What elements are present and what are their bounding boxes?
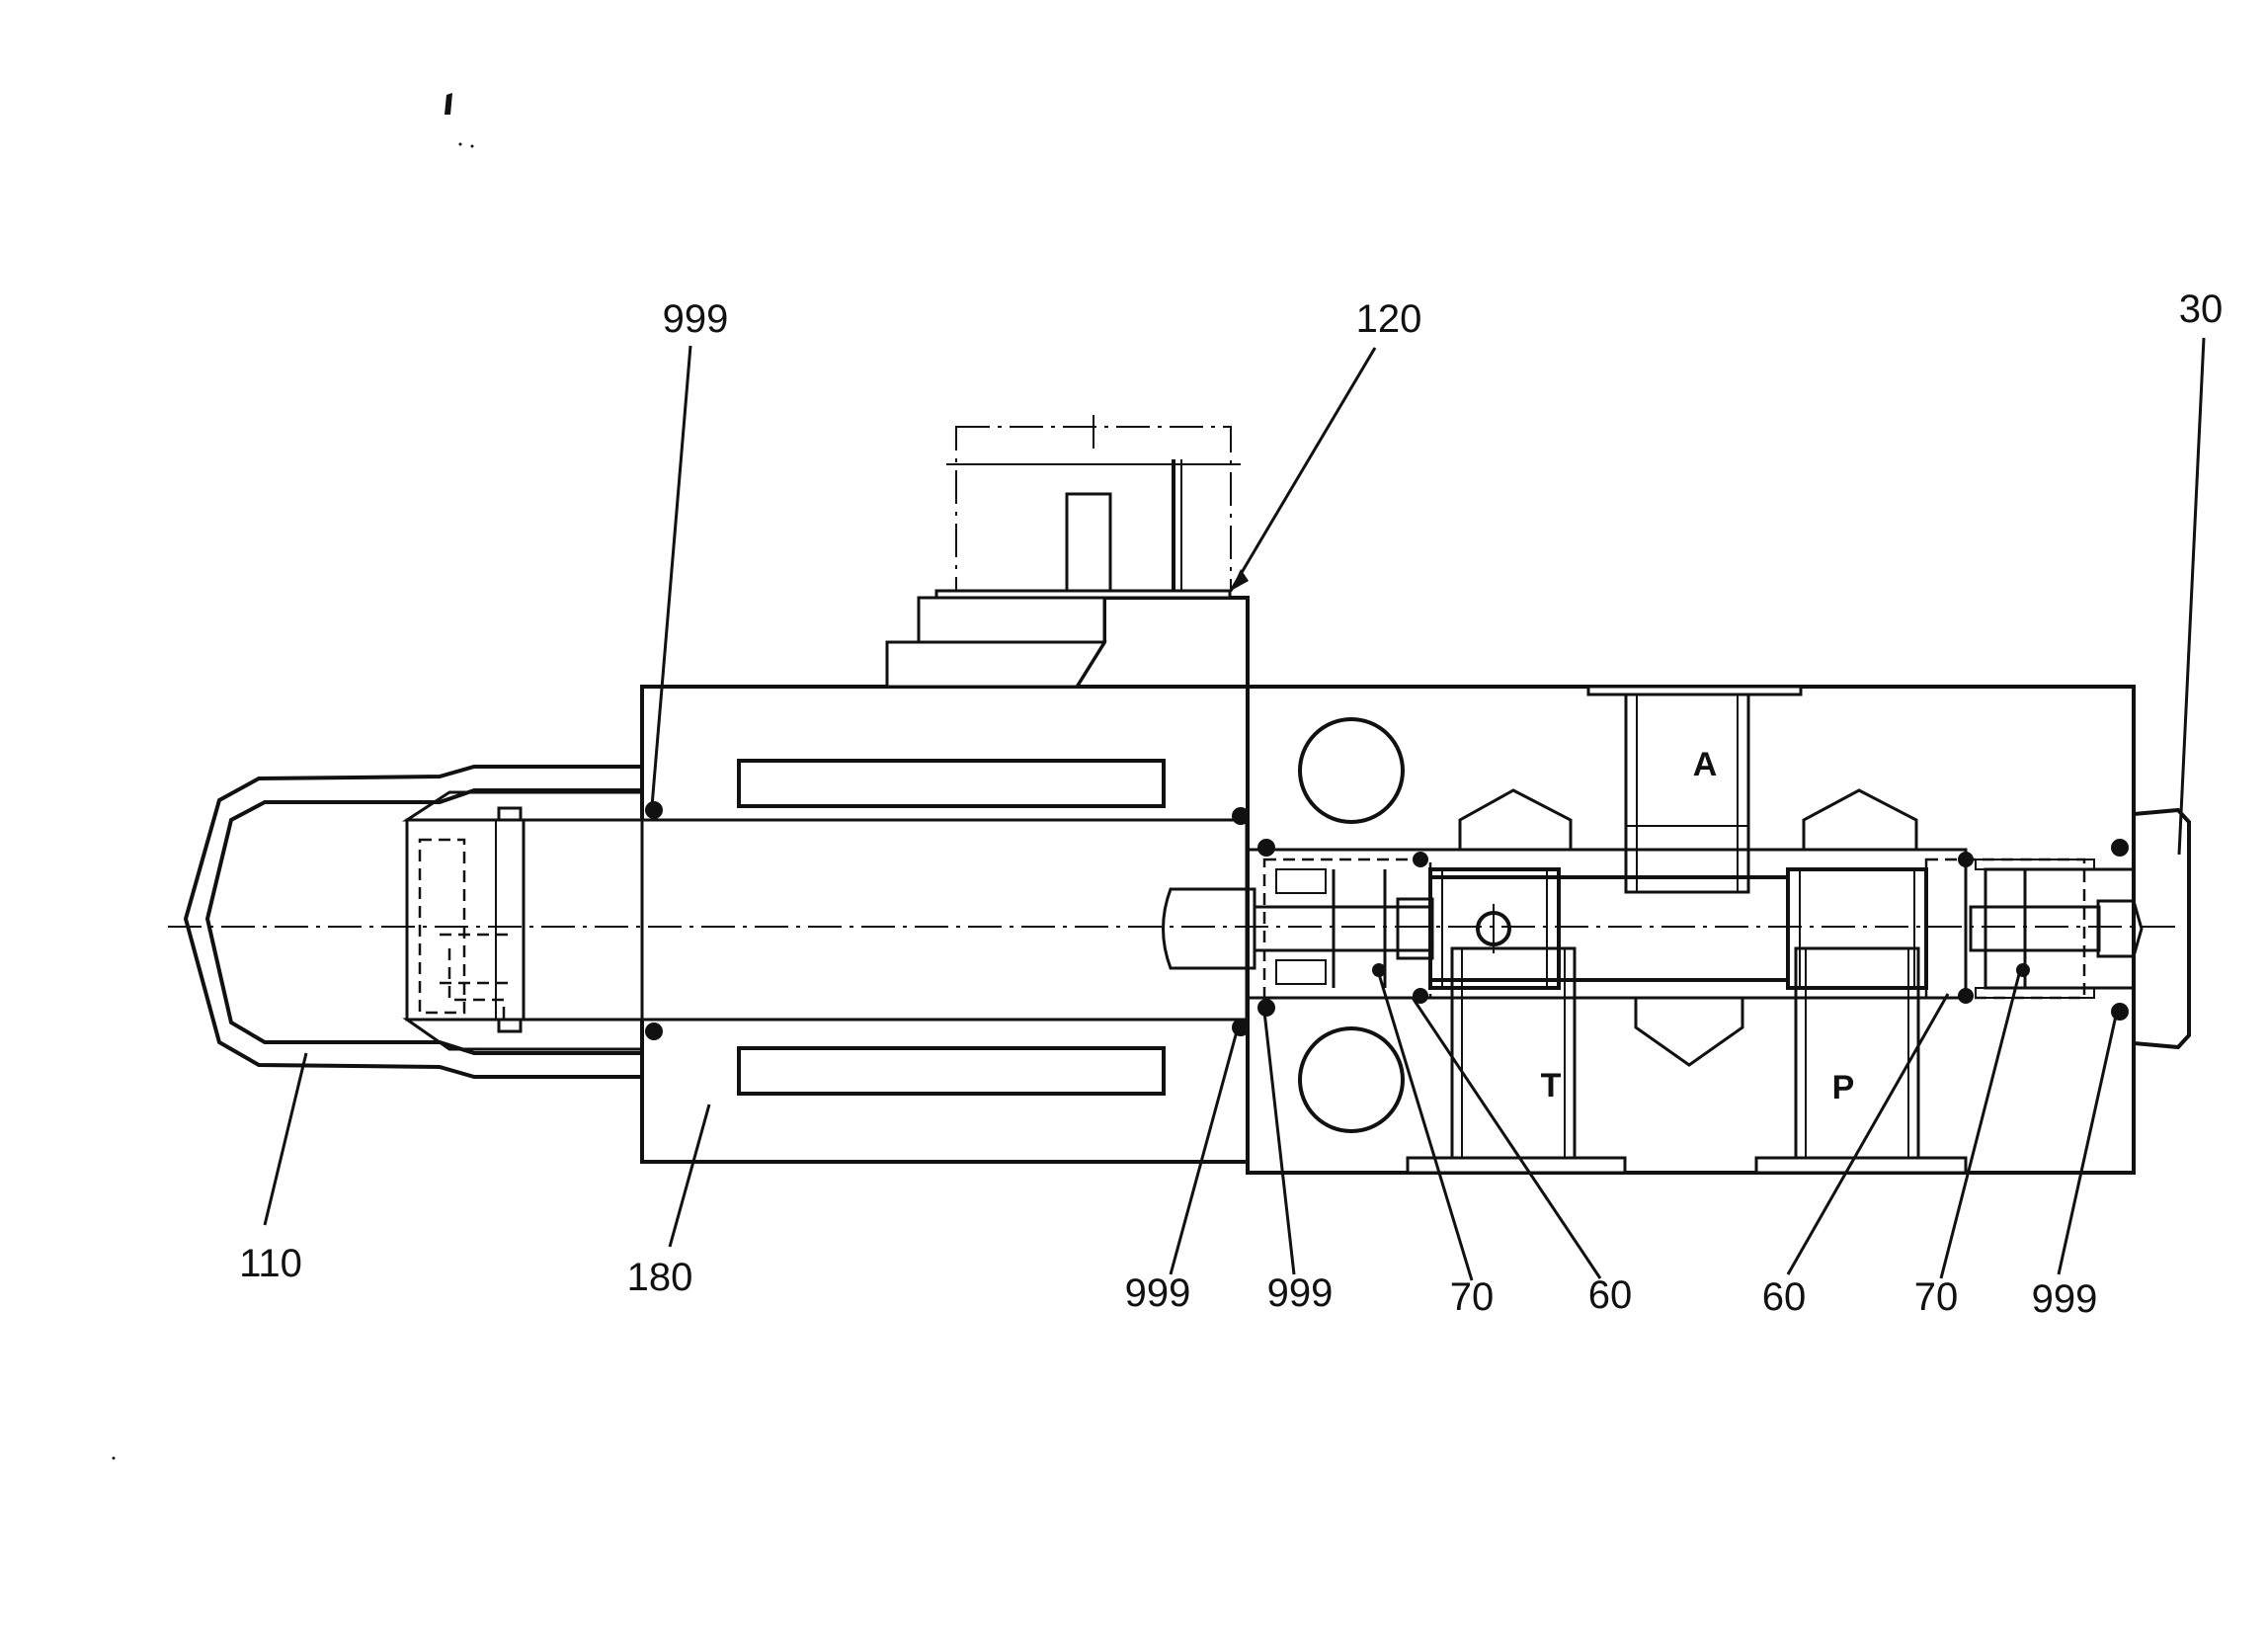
scan-marks (445, 93, 474, 148)
channel-upper (1298, 717, 1405, 824)
port-t-label: T (1541, 1067, 1562, 1104)
o-rings-valve (1257, 839, 2129, 1021)
coil-winding-upper (737, 759, 1166, 808)
callout-999-b: 999 (1267, 1271, 1334, 1315)
electrical-connector (885, 415, 1241, 689)
armature-tube (497, 806, 1249, 1033)
leader-lines (263, 337, 2206, 1281)
spring-assembly-right (1924, 858, 2101, 1000)
callout-110: 110 (239, 1242, 302, 1285)
callout-70-right: 70 (1914, 1275, 1959, 1319)
callout-120: 120 (1356, 297, 1422, 341)
spring-assembly-left (1262, 858, 1432, 1000)
callout-180: 180 (627, 1256, 693, 1299)
callout-60-left: 60 (1588, 1273, 1633, 1317)
callout-30: 30 (2179, 287, 2224, 331)
end-cap (1975, 807, 2191, 1050)
callout-70-left: 70 (1450, 1275, 1495, 1319)
port-a-label: A (1693, 746, 1718, 783)
callout-999-right: 999 (2032, 1277, 2098, 1321)
manual-override-cap (183, 765, 644, 1079)
callouts: 999 120 30 110 180 999 999 70 60 60 70 9… (239, 287, 2223, 1321)
channel-lower (1298, 1026, 1405, 1133)
o-rings-solenoid (645, 801, 1250, 1040)
coil-winding-lower (737, 1046, 1166, 1096)
callout-999-top: 999 (663, 297, 729, 341)
spool (1162, 867, 1928, 990)
callout-60-right: 60 (1762, 1275, 1807, 1319)
valve-body (1246, 685, 2136, 1175)
callout-999-a: 999 (1125, 1271, 1191, 1315)
scan-speck (112, 1456, 116, 1460)
port-p-label: P (1832, 1069, 1855, 1106)
